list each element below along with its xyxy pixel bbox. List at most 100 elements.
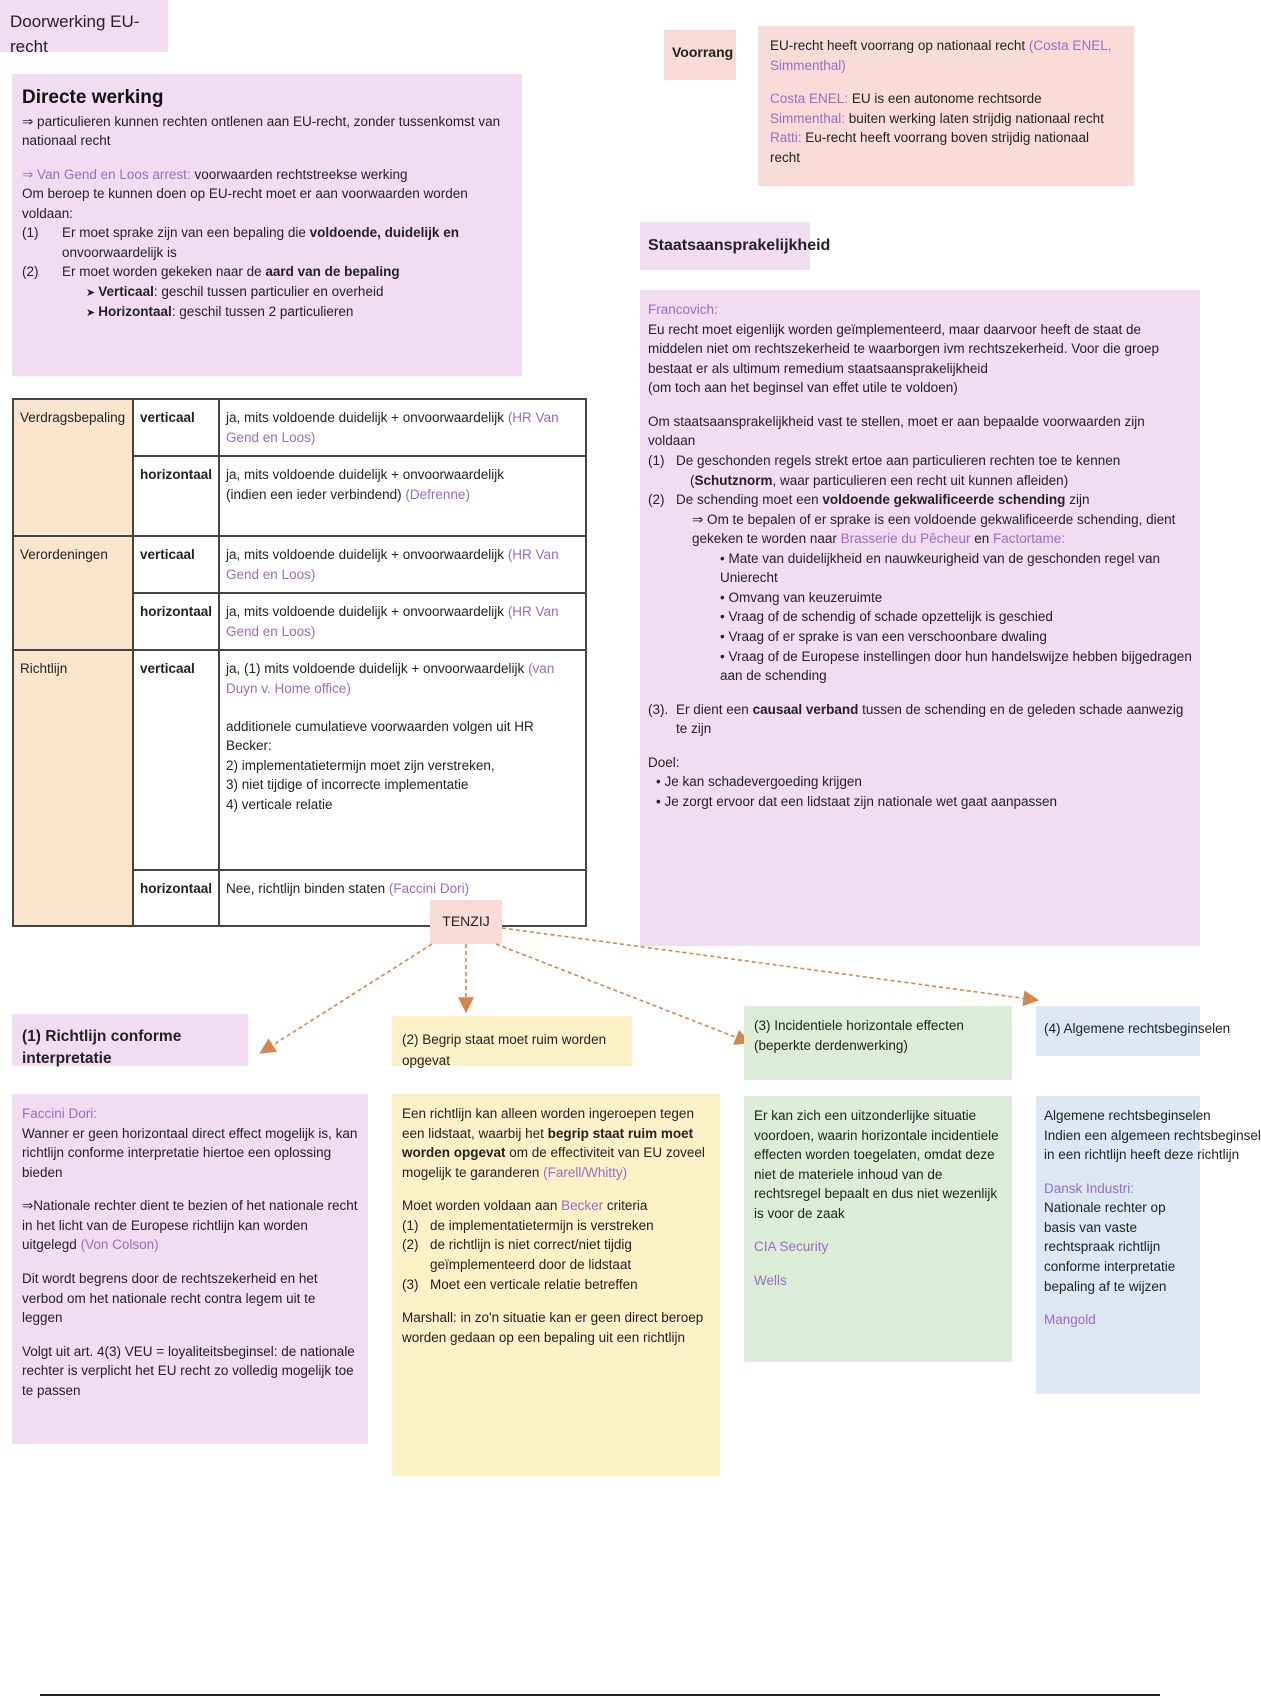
voorrang-label-box: Voorrang — [664, 30, 736, 80]
b2-title: (2) Begrip staat moet ruim worden opgeva… — [402, 1032, 607, 1068]
b3-title-1: (3) Incidentiele horizontale effecten — [754, 1018, 964, 1033]
b4-p2: Dansk Industri: Nationale rechter op bas… — [1044, 1180, 1176, 1294]
dw-sub-verticaal: Verticaal: geschil tussen particulier en… — [86, 282, 512, 302]
list-item: Mate van duidelijkheid en nauwkeurigheid… — [720, 549, 1192, 588]
b4-ref-2: Mangold — [1044, 1312, 1096, 1328]
staats-condition-1: (1) De geschonden regels strekt ertoe aa… — [648, 452, 1121, 488]
b4-box: Algemene rechtsbeginselen Indien een alg… — [1036, 1096, 1261, 1394]
voorrang-label: Voorrang — [672, 44, 734, 60]
b1-p3: Dit wordt begrens door de rechtszekerhei… — [22, 1270, 318, 1326]
list-item: Vraag of er sprake is van een verschoonb… — [720, 627, 1192, 647]
tenzij-label: TENZIJ — [442, 913, 490, 929]
voorrang-intro: EU-recht heeft voorrang op nationaal rec… — [770, 38, 1112, 73]
b3-title-box: (3) Incidentiele horizontale effecten (b… — [744, 1006, 1012, 1080]
axis-verticaal: verticaal — [131, 649, 221, 872]
b1-ref: Faccini Dori: — [22, 1106, 98, 1121]
staats-title: Staatsaansprakelijkheid — [648, 237, 831, 254]
table-row: horizontaal ja, mits voldoende duidelijk… — [13, 592, 587, 652]
b4-title: (4) Algemene rechtsbeginselen — [1044, 1021, 1231, 1036]
b3-ref-2: Wells — [754, 1272, 787, 1288]
vgl-arrest-text: voorwaarden rechtstreekse werking — [194, 166, 408, 182]
cat-richtlijn: Richtlijn — [12, 649, 134, 928]
staats-p1: Eu recht moet eigenlijk worden geïmpleme… — [648, 321, 1160, 376]
cell-vo-h: ja, mits voldoende duidelijk + onvoorwaa… — [218, 592, 587, 652]
vgl-arrest-line: ⇒ Van Gend en Loos arrest: voorwaarden r… — [22, 165, 512, 185]
table-row: Verdragsbepaling verticaal ja, mits vold… — [12, 397, 587, 538]
staats-box: Francovich: Eu recht moet eigenlijk word… — [640, 290, 1200, 946]
b2-p2: Moet worden voldaan aan Becker criteria — [402, 1198, 648, 1214]
dw-sub-list: Verticaal: geschil tussen particulier en… — [22, 282, 512, 322]
voorrang-box: EU-recht heeft voorrang op nationaal rec… — [758, 26, 1134, 186]
b3-box: Er kan zich een uitzonderlijke situatie … — [744, 1096, 1012, 1362]
dw-sub-horizontaal: Horizontaal: geschil tussen 2 particulie… — [86, 302, 512, 322]
b4-p1c: in een richtlijn heeft deze richtlijn — [1044, 1147, 1240, 1163]
staats-condition-2: (2) De schending moet een voldoende gekw… — [648, 492, 1090, 508]
dw-condition-2: (2) Er moet worden gekeken naar de aard … — [22, 264, 400, 280]
staats-title-box: Staatsaansprakelijkheid — [640, 222, 830, 270]
bottom-divider — [40, 1694, 1160, 1696]
cell-rl-h: Nee, richtlijn binden staten (Faccini Do… — [218, 869, 587, 928]
list-item: Vraag of de Europese instellingen door h… — [720, 647, 1192, 686]
list-item: Je zorgt ervoor dat een lidstaat zijn na… — [656, 792, 1192, 812]
b1-p2: ⇒Nationale rechter dient te bezien of he… — [22, 1198, 358, 1253]
b4-p1b: Indien een algemeen rechtsbeginsel — [1044, 1127, 1261, 1143]
axis-horizontaal: horizontaal — [131, 455, 221, 538]
b3-p1: Er kan zich een uitzonderlijke situatie … — [754, 1108, 999, 1221]
list-item: Je kan schadevergoeding krijgen — [656, 772, 1192, 792]
doel-label: Doel: — [648, 754, 680, 770]
staats-condition-3: (3). Er dient een causaal verband tussen… — [648, 701, 1184, 737]
b3-ref-1: CIA Security — [754, 1239, 829, 1255]
list-item: (3)Moet een verticale relatie betreffen — [402, 1276, 638, 1292]
b1-p1: Wanner er geen horizontaal direct effect… — [22, 1125, 358, 1180]
dw-condition-1: (1) Er moet sprake zijn van een bepaling… — [22, 225, 459, 260]
axis-horizontaal: horizontaal — [131, 592, 221, 652]
b4-p1a: Algemene rechtsbeginselen — [1044, 1108, 1211, 1123]
table-row: Richtlijn verticaal ja, (1) mits voldoen… — [12, 649, 587, 928]
cat-verdragsbepaling: Verdragsbepaling — [12, 397, 134, 538]
b2-p3: Marshall: in zo'n situatie kan er geen d… — [402, 1310, 704, 1345]
page-title: Doorwerking EU-recht — [10, 12, 140, 56]
list-item: (1)de implementatietermijn is verstreken — [402, 1217, 654, 1233]
voorrang-item: Simmenthal: buiten werking laten strijdi… — [770, 110, 1104, 126]
b1-title-box: (1) Richtlijn conforme interpretatie — [12, 1014, 248, 1068]
list-item: Omvang van keuzeruimte — [720, 588, 1192, 608]
arrow-to-b3 — [495, 943, 751, 1045]
staats-condition-2-sub: ⇒ Om te bepalen of er sprake is een vold… — [692, 511, 1176, 547]
b2-p1: Een richtlijn kan alleen worden ingeroep… — [402, 1106, 705, 1180]
b2-box: Een richtlijn kan alleen worden ingeroep… — [392, 1094, 720, 1476]
table-row: horizontaal Nee, richtlijn binden staten… — [13, 869, 587, 928]
axis-verticaal: verticaal — [131, 535, 221, 595]
tenzij-label-box: TENZIJ — [430, 900, 502, 944]
arrow-to-b4 — [501, 927, 1040, 1007]
directe-werking-box: Directe werking ⇒ particulieren kunnen r… — [12, 74, 522, 376]
werking-table: Verdragsbepaling verticaal ja, mits vold… — [12, 397, 587, 928]
cell-rl-v: ja, (1) mits voldoende duidelijk + onvoo… — [218, 649, 587, 872]
staats-p3: Om staatsaansprakelijkheid vast te stell… — [648, 413, 1145, 449]
b2-title-box: (2) Begrip staat moet ruim worden opgeva… — [392, 1016, 632, 1068]
doel-list: Je kan schadevergoeding krijgen Je zorgt… — [648, 772, 1192, 811]
cell-vo-v: ja, mits voldoende duidelijk + onvoorwaa… — [218, 535, 587, 595]
b3-title-2: (beperkte derdenwerking) — [754, 1037, 908, 1053]
cell-vd-v: ja, mits voldoende duidelijk + onvoorwaa… — [218, 397, 587, 458]
axis-horizontaal: horizontaal — [131, 869, 221, 928]
list-item: Vraag of de schendig of schade opzetteli… — [720, 607, 1192, 627]
b1-title: (1) Richtlijn conforme interpretatie — [22, 1028, 182, 1068]
voorrang-item: Costa ENEL: EU is een autonome rechtsord… — [770, 91, 1042, 107]
axis-verticaal: verticaal — [131, 397, 221, 458]
b1-box: Faccini Dori: Wanner er geen horizontaal… — [12, 1094, 368, 1444]
tenzij-arrows — [259, 927, 1040, 1054]
list-item: (2)de richtlijn is niet correct/niet tij… — [402, 1237, 632, 1272]
b4-title-box: (4) Algemene rechtsbeginselen — [1036, 1006, 1230, 1056]
cell-vd-h: ja, mits voldoende duidelijk + onvoorwaa… — [218, 455, 587, 538]
directe-werking-subtitle: ⇒ particulieren kunnen rechten ontlenen … — [22, 113, 501, 149]
table-row: horizontaal ja, mits voldoende duidelijk… — [13, 455, 587, 538]
werking-table-box: Verdragsbepaling verticaal ja, mits vold… — [12, 397, 587, 928]
vgl-arrest-ref: ⇒ Van Gend en Loos arrest: — [22, 166, 191, 182]
dw-intro: Om beroep te kunnen doen op EU-recht moe… — [22, 186, 468, 221]
francovich-ref: Francovich: — [648, 302, 718, 317]
b1-p4: Volgt uit art. 4(3) VEU = loyaliteitsbeg… — [22, 1343, 355, 1398]
directe-werking-title: Directe werking — [22, 87, 164, 108]
table-row: Verordeningen verticaal ja, mits voldoen… — [12, 535, 587, 652]
staats-criteria-list: Mate van duidelijkheid en nauwkeurigheid… — [648, 549, 1192, 686]
arrow-to-b1 — [259, 943, 433, 1054]
